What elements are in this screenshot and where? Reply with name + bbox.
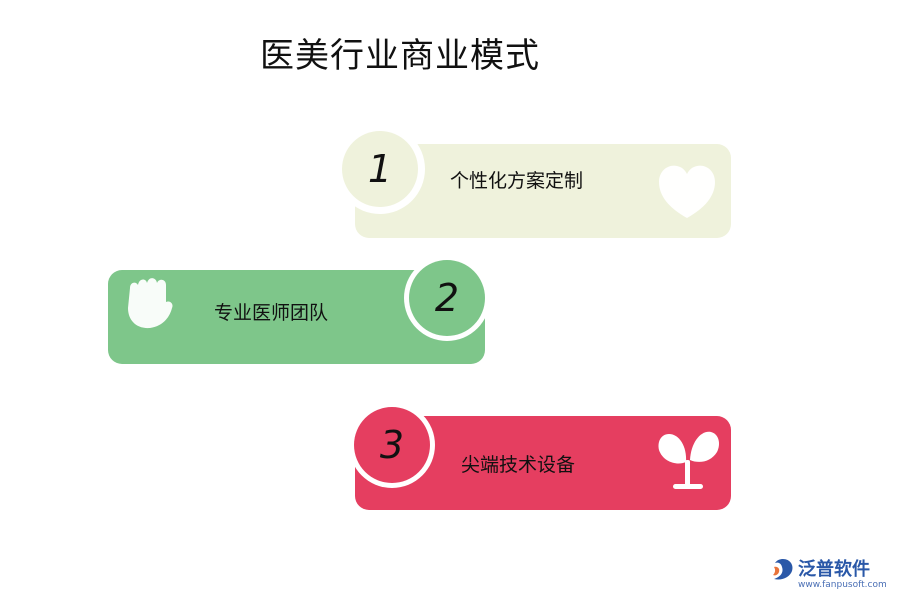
item-badge-3: 3 — [349, 402, 435, 488]
heart-outline-icon — [659, 165, 715, 218]
item-badge-1: 1 — [335, 124, 425, 214]
logo-brand-text: 泛普软件 — [798, 559, 870, 580]
item-label-3: 尖端技术设备 — [461, 454, 576, 476]
fist-icon — [128, 278, 173, 329]
item-number-2: 2 — [409, 260, 485, 336]
item-badge-2: 2 — [404, 255, 490, 341]
item-number-1: 1 — [342, 131, 418, 207]
item-label-2: 专业医师团队 — [214, 302, 329, 324]
item-number-3: 3 — [354, 407, 430, 483]
sprout-icon — [658, 431, 719, 489]
logo-url-text: www.fanpusoft.com — [798, 580, 887, 590]
diagram-title: 医美行业商业模式 — [260, 36, 540, 76]
item-label-1: 个性化方案定制 — [450, 170, 584, 192]
logo-mark-icon — [773, 559, 793, 580]
brand-logo: 泛普软件 www.fanpusoft.com — [768, 553, 896, 597]
